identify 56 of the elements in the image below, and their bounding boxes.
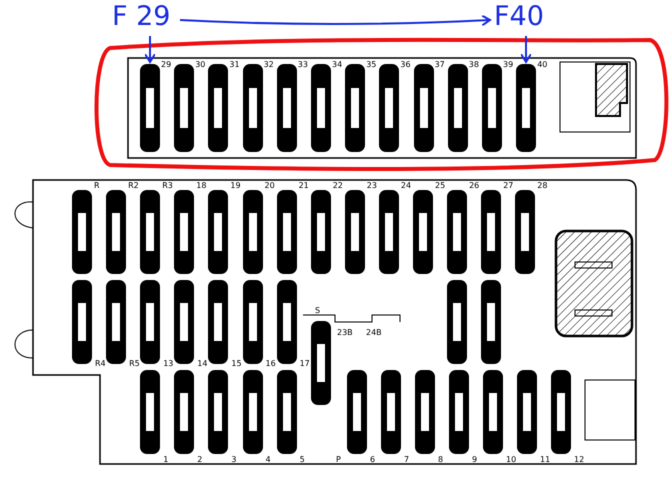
fuse-icon [140, 64, 160, 152]
fuse-number: 30 [195, 60, 206, 69]
fuse-number: 29 [161, 60, 172, 69]
fuse-number: 20 [264, 181, 275, 190]
fuse-number: 34 [332, 60, 342, 69]
fuse-number: 1 [163, 455, 168, 464]
fuse-icon [516, 64, 536, 152]
fuse-number: 9 [472, 455, 478, 464]
fuse-number: 16 [266, 359, 276, 368]
fuse-number: 32 [264, 60, 274, 69]
fuse-number: R [94, 181, 100, 190]
fuse-number: 12 [574, 455, 584, 464]
fuse-number: 7 [404, 455, 410, 464]
fuse-number: 2 [197, 455, 202, 464]
fuse-number: 23B [337, 328, 353, 337]
fuse-number: 22 [332, 181, 343, 190]
fuse-number: 33 [298, 60, 308, 69]
fuse-number: 38 [468, 60, 479, 69]
fuse-number: 35 [366, 60, 376, 69]
fuse-number: P [336, 455, 341, 464]
arrow [144, 36, 156, 63]
arrow [520, 36, 532, 63]
fuse-number: S [315, 306, 320, 315]
fuse-number: 18 [196, 181, 206, 190]
handwritten-label: F 29 [112, 2, 170, 32]
handwritten-label: F40 [494, 2, 544, 32]
fuse-number: 24B [366, 328, 382, 337]
fuse-number: R4 [95, 359, 106, 368]
fuse-number: 14 [197, 359, 208, 368]
fuse-number: 36 [400, 60, 411, 69]
fuse-number: 25 [435, 181, 446, 190]
fuse-number: 26 [469, 181, 480, 190]
fuse-number: 8 [438, 455, 444, 464]
fuse-number: 6 [370, 455, 376, 464]
fuse-number: R2 [128, 181, 139, 190]
fuse-number: 31 [229, 60, 240, 69]
fuse-number: 28 [537, 181, 548, 190]
fuse-number: R5 [129, 359, 140, 368]
fuse-number: R3 [162, 181, 173, 190]
fuse-number: 5 [300, 455, 305, 464]
fuse-number: 40 [537, 60, 548, 69]
fuse-number: 39 [503, 60, 514, 69]
fuse-number: 17 [300, 359, 310, 368]
fuse-number: 27 [503, 181, 514, 190]
fuse-number: 19 [230, 181, 241, 190]
fuse-number: 24 [400, 181, 412, 190]
fuse-number: 15 [231, 359, 242, 368]
fuse-number: 37 [434, 60, 445, 69]
fuse-number: 21 [298, 181, 309, 190]
fuse-number: 11 [540, 455, 550, 464]
fuse-number: 13 [163, 359, 174, 368]
fuse-number: 3 [231, 455, 236, 464]
fuse-number: 10 [506, 455, 516, 464]
fuse-number: 23 [366, 181, 377, 190]
fuse-number: 4 [266, 455, 271, 464]
arrow [180, 14, 491, 26]
